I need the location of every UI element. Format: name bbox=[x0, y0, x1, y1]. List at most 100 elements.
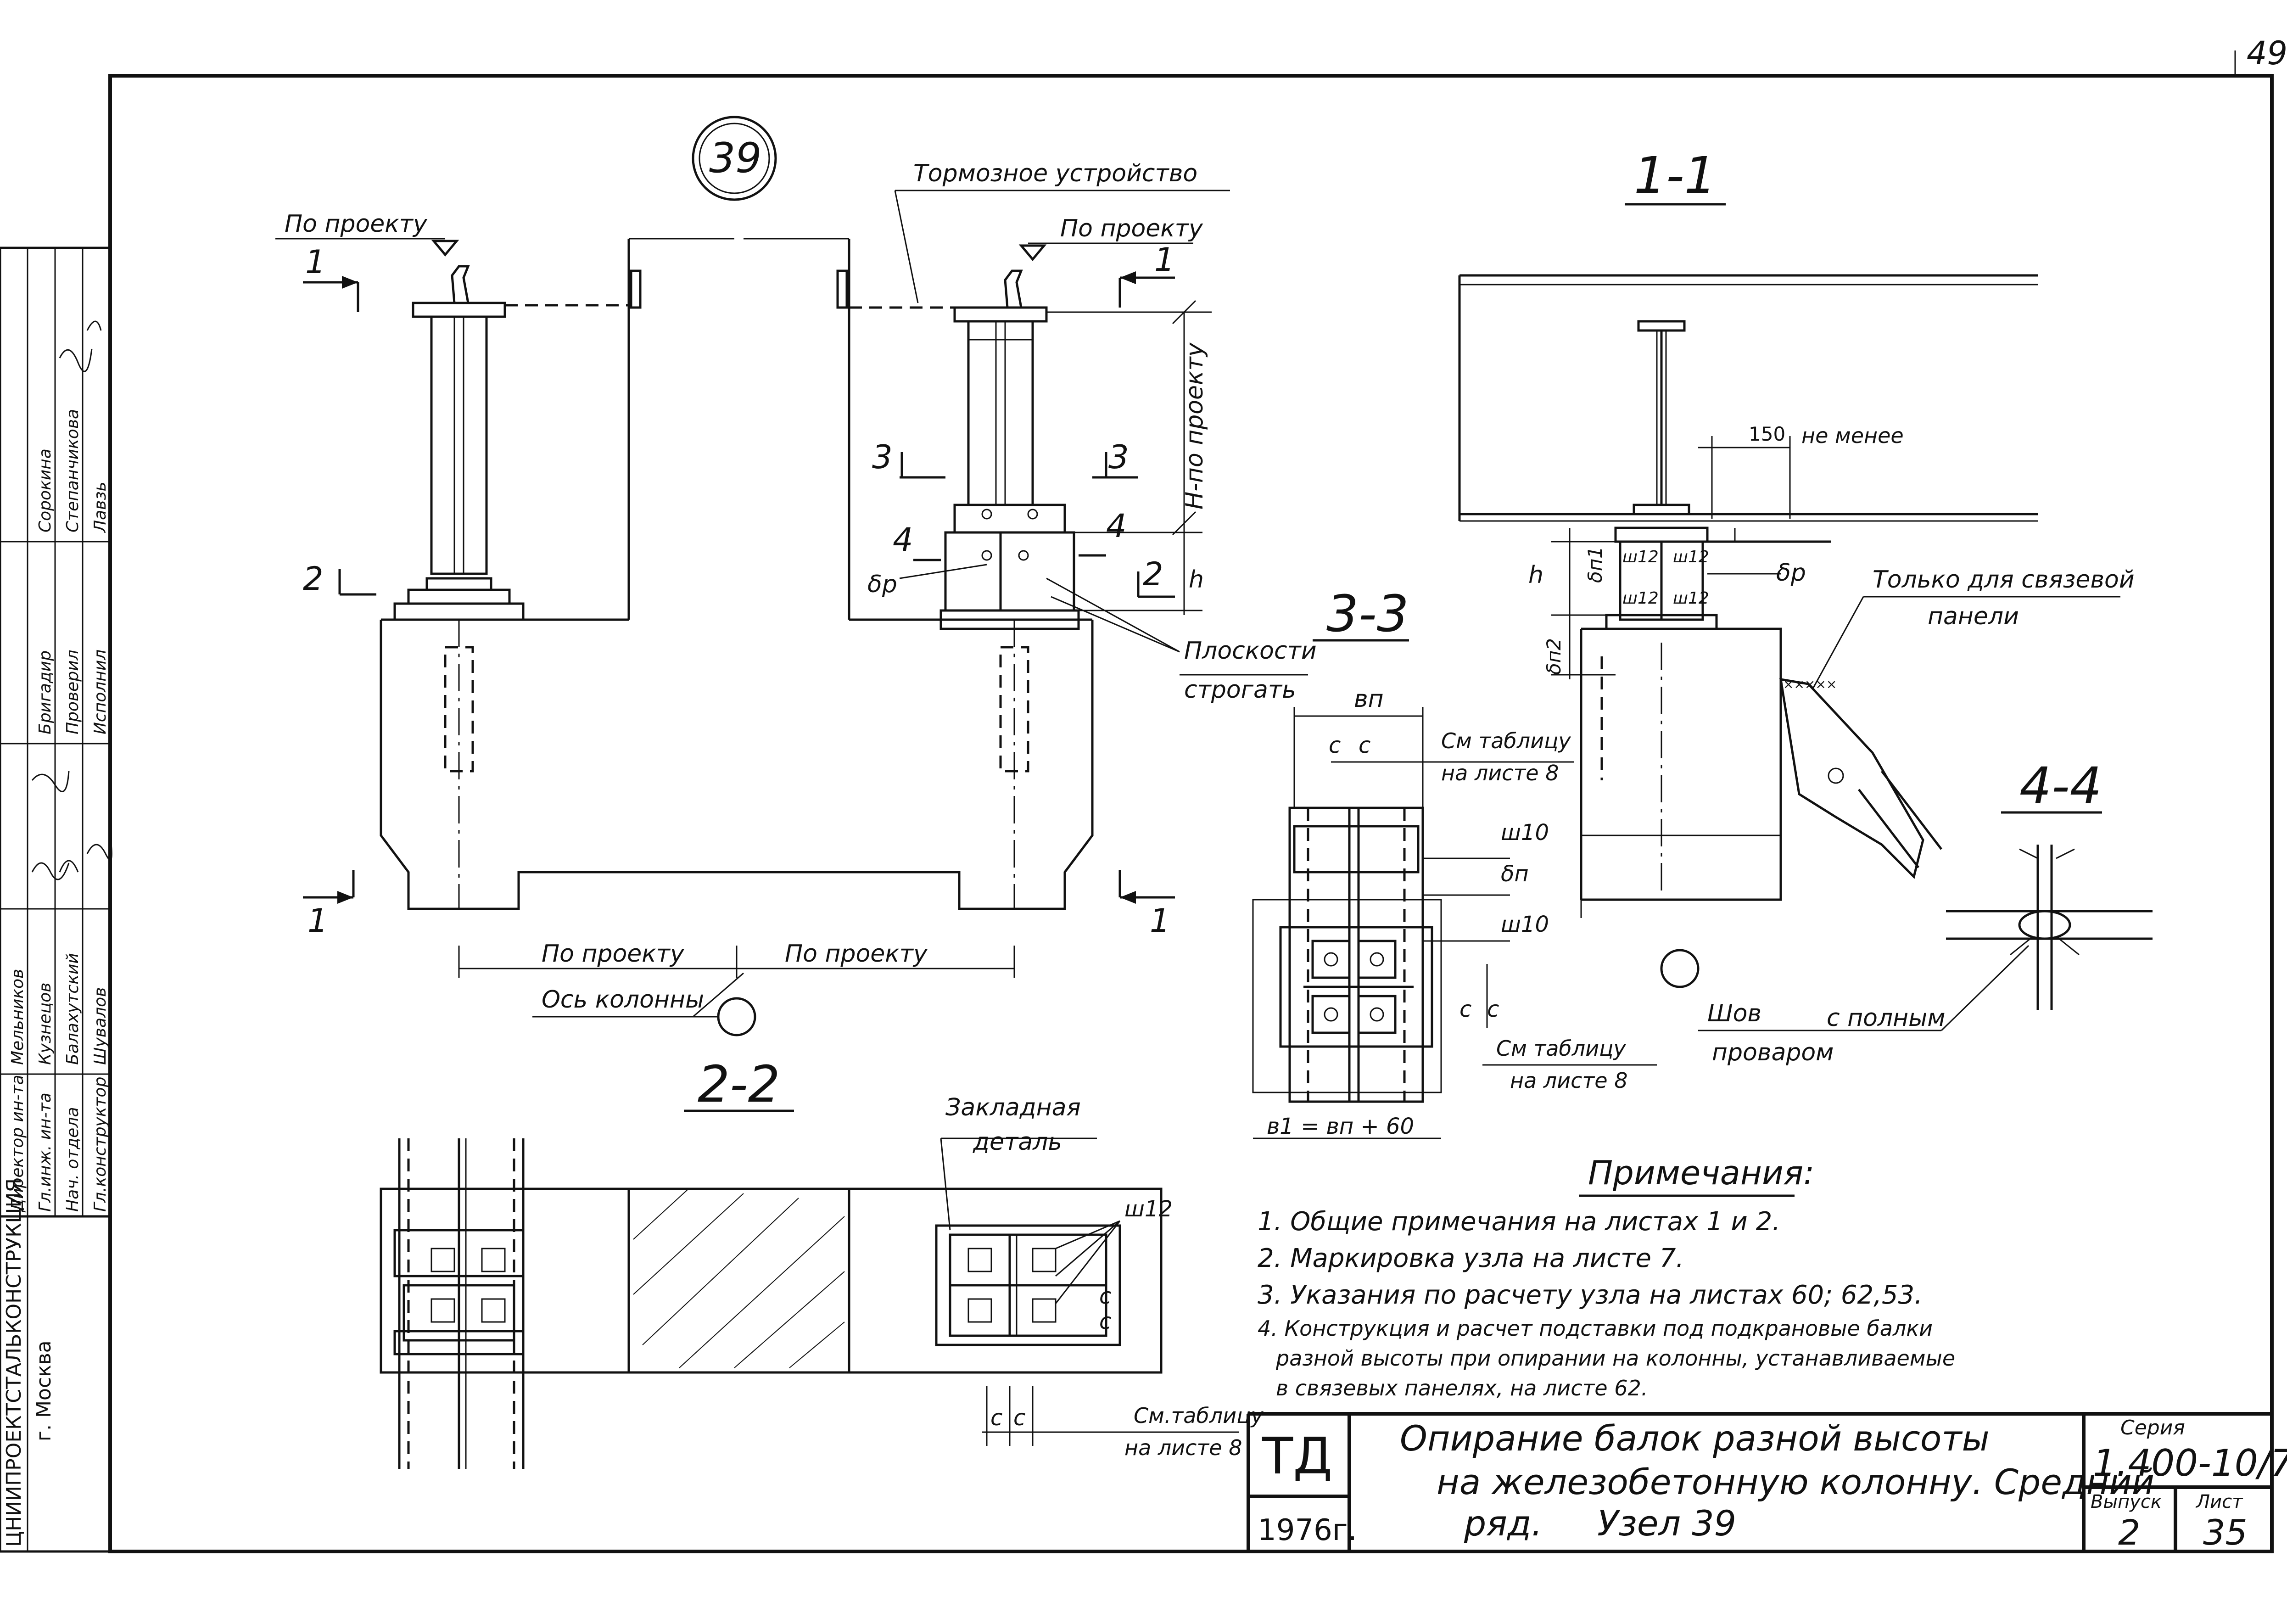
note-6: в связевых панелях, на листе 62. bbox=[1276, 1376, 1648, 1400]
signature-stamp: ЦНИИПРОЕКТСТАЛЬКОНСТРУКЦИЯ г. Москва Дир… bbox=[0, 246, 112, 1553]
label-by-project-left: По проекту bbox=[285, 210, 428, 238]
label-h-by-project: Н-по проекту bbox=[1181, 342, 1208, 510]
label-only-brace-1: Только для связевой bbox=[1873, 566, 2135, 594]
stamp-role-7: Исполнил bbox=[91, 650, 110, 734]
cut-1-top-left: 1 bbox=[305, 243, 326, 281]
label-delta-n-33: δп bbox=[1501, 861, 1529, 887]
label-by-project-dim-right: По проекту bbox=[785, 940, 928, 968]
section-1-1: 1-1 ××××× bbox=[1458, 146, 2135, 988]
note-4: 4. Конструкция и расчет подставки под по… bbox=[1258, 1316, 1933, 1341]
cut-3-left: 3 bbox=[872, 438, 893, 476]
stamp-name-3: Балахутский bbox=[63, 953, 82, 1065]
label-sh12-b: ш12 bbox=[1673, 548, 1709, 566]
stamp-role-3: Нач. отдела bbox=[63, 1107, 82, 1212]
stamp-org: ЦНИИПРОЕКТСТАЛЬКОНСТРУКЦИЯ bbox=[2, 1178, 26, 1547]
cut-2-left: 2 bbox=[303, 560, 324, 598]
label-by-project-dim-left: По проекту bbox=[542, 940, 685, 968]
label-see-table-33-2: на листе 8 bbox=[1441, 761, 1559, 785]
stamp-name-7: Лавзь bbox=[91, 482, 110, 533]
label-h: h bbox=[1189, 566, 1204, 594]
node-number: 39 bbox=[709, 134, 762, 182]
page-number: 49 bbox=[2247, 34, 2287, 72]
section-label-1-1: 1-1 bbox=[1634, 146, 1717, 205]
label-column-axis: Ось колонны bbox=[542, 986, 704, 1014]
cut-2-right: 2 bbox=[1143, 555, 1163, 593]
section-label-4-4: 4-4 bbox=[2019, 756, 2102, 815]
label-h-11: h bbox=[1528, 561, 1543, 589]
main-elevation: 39 bbox=[275, 116, 1317, 1036]
label-see-table-33b-2: на листе 8 bbox=[1510, 1068, 1627, 1093]
note-3: 3. Указания по расчету узла на листах 60… bbox=[1258, 1280, 1923, 1310]
label-b1-formula: в1 = вп + 60 bbox=[1267, 1114, 1414, 1139]
cut-4-left: 4 bbox=[893, 521, 913, 559]
section-3-3: 3-3 вп с с См таблицу на листе 8 ш10 δп … bbox=[1252, 584, 1657, 1139]
stamp-name-5: Сорокина bbox=[36, 448, 55, 532]
title-td: ТД bbox=[1262, 1427, 1332, 1485]
sheet-value: 35 bbox=[2203, 1512, 2248, 1553]
label-sh12-d: ш12 bbox=[1673, 589, 1709, 608]
label-c-22a: с bbox=[1099, 1283, 1111, 1309]
label-brake-device: Тормозное устройство bbox=[913, 160, 1197, 187]
label-planes-1: Плоскости bbox=[1184, 637, 1317, 665]
label-c-22b: с bbox=[1099, 1309, 1111, 1334]
stamp-name-2: Кузнецов bbox=[36, 983, 55, 1065]
concrete-hatch-zone bbox=[627, 1187, 850, 1374]
title-line-1: Опирание балок разной высоты bbox=[1400, 1418, 1990, 1459]
issue-value: 2 bbox=[2118, 1512, 2140, 1553]
stamp-role-6: Проверил bbox=[63, 650, 82, 734]
label-see-table-33-1: См таблицу bbox=[1441, 728, 1571, 753]
label-sh12-c: ш12 bbox=[1622, 589, 1659, 608]
label-c-22d: с bbox=[1013, 1405, 1025, 1431]
label-c-33c: с bbox=[1459, 997, 1471, 1022]
label-sh12-22: ш12 bbox=[1124, 1196, 1173, 1222]
label-see-table-22-1: См.таблицу bbox=[1134, 1403, 1264, 1428]
stamp-city: г. Москва bbox=[32, 1340, 56, 1441]
note-5: разной высоты при опирании на колонны, у… bbox=[1275, 1346, 1955, 1371]
label-sh10-a: ш10 bbox=[1501, 820, 1549, 846]
label-planes-2: строгать bbox=[1184, 676, 1296, 704]
label-see-table-33b-1: См таблицу bbox=[1496, 1036, 1626, 1061]
label-weld-2: с полным bbox=[1827, 1004, 1945, 1032]
label-delta-p-elev: δр bbox=[867, 571, 897, 598]
issue-label: Выпуск bbox=[2091, 1491, 2162, 1512]
label-by-project-right: По проекту bbox=[1060, 215, 1203, 242]
sheet-label: Лист bbox=[2195, 1491, 2243, 1512]
label-not-less: не менее bbox=[1801, 423, 1904, 448]
brace-panel: ××××× bbox=[1779, 677, 1942, 879]
title-line-2: на железобетонную колонну. Средний bbox=[1437, 1462, 2154, 1502]
label-bp-33: вп bbox=[1354, 685, 1384, 713]
label-sh12-a: ш12 bbox=[1622, 548, 1659, 566]
notes: Примечания: 1. Общие примечания на листа… bbox=[1258, 1154, 1955, 1400]
label-weld-1: Шов bbox=[1707, 1000, 1761, 1027]
column-axis-marker bbox=[717, 997, 756, 1036]
stamp-role-2: Гл.инж. ин-та bbox=[36, 1092, 55, 1212]
note-1: 1. Общие примечания на листах 1 и 2. bbox=[1258, 1207, 1780, 1237]
stamp-role-4: Гл.конструктор bbox=[91, 1077, 110, 1212]
title-node: Узел 39 bbox=[1597, 1503, 1736, 1544]
label-c-33d: с bbox=[1487, 997, 1499, 1022]
note-2: 2. Маркировка узла на листе 7. bbox=[1258, 1243, 1684, 1273]
section-4-4: 4-4 Шов с полным проваром bbox=[1698, 756, 2153, 1066]
stamp-name-4: Шувалов bbox=[91, 987, 110, 1065]
svg-text:×××××: ××××× bbox=[1783, 677, 1837, 692]
label-weld-3: проваром bbox=[1712, 1039, 1834, 1066]
label-delta-p-11: δр bbox=[1776, 559, 1806, 587]
column-outline bbox=[380, 620, 1094, 910]
title-block: ТД 1976г. Опирание балок разной высоты н… bbox=[1247, 1412, 2287, 1553]
title-line-3: ряд. bbox=[1464, 1503, 1543, 1544]
stamp-name-1: Мельников bbox=[8, 969, 27, 1065]
cut-4-right: 4 bbox=[1106, 507, 1127, 545]
stamp-name-6: Степанчикова bbox=[63, 409, 82, 532]
section-2-2: 2-2 Закладная дет bbox=[380, 1055, 1264, 1469]
cut-1-bottom-left: 1 bbox=[308, 902, 328, 940]
section-label-3-3: 3-3 bbox=[1326, 584, 1409, 643]
cut-1-bottom-right: 1 bbox=[1150, 902, 1170, 940]
label-embedded-2: деталь bbox=[973, 1128, 1062, 1156]
stamp-role-5: Бригадир bbox=[36, 650, 55, 734]
series-value: 1.400-10/76 bbox=[2093, 1442, 2287, 1484]
label-sh10-b: ш10 bbox=[1501, 912, 1549, 937]
label-embedded-1: Закладная bbox=[945, 1094, 1081, 1121]
series-label: Серия bbox=[2120, 1416, 2185, 1439]
label-only-brace-2: панели bbox=[1928, 603, 2019, 630]
